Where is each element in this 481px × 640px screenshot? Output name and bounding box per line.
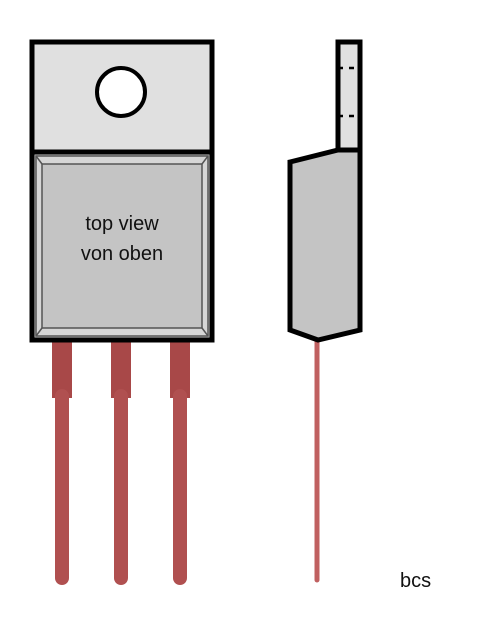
lead-1-stub [52, 340, 72, 398]
side-tab [335, 39, 363, 157]
mounting-hole [95, 66, 147, 118]
credit-text: bcs [400, 570, 431, 592]
label-von-oben: von oben [81, 243, 163, 265]
lead-2-stub [111, 340, 131, 398]
front-view: top view von oben [29, 39, 215, 585]
lead-3-stub [170, 340, 190, 398]
label-top-view: top view [85, 213, 159, 235]
front-leads [52, 340, 190, 585]
side-view [287, 39, 363, 583]
body-face [41, 163, 203, 329]
side-body [287, 147, 363, 343]
